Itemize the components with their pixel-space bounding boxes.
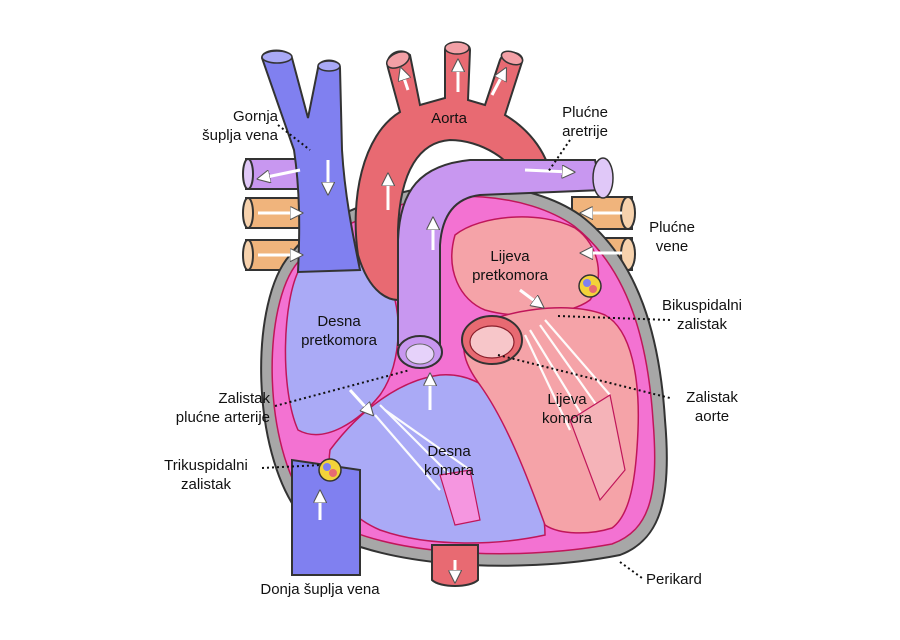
- leader-tricuspid: [261, 464, 323, 469]
- leader-mitral: [557, 315, 671, 321]
- leader-pericardium: [619, 561, 643, 579]
- left-atrium: [451, 216, 600, 316]
- chordae-tendineae: [374, 319, 611, 491]
- label-aorta: Aorta: [431, 110, 467, 127]
- mitral-valve-marker: [578, 274, 602, 298]
- tricuspid-valve-marker: [318, 458, 342, 482]
- papillary-muscle-left: [569, 394, 626, 502]
- papillary-muscle-right: [439, 469, 481, 526]
- leader-pa: [547, 139, 571, 173]
- leader-lines: [261, 124, 671, 579]
- leader-svc: [277, 124, 311, 151]
- leader-pulm-valve: [274, 369, 411, 407]
- pulmonary-valve: [397, 335, 443, 369]
- label-pericardium: Perikard: [646, 571, 702, 588]
- pulmonary-trunk: [397, 159, 604, 346]
- label-inferior-vena-cava: Donja šuplja vena: [260, 581, 380, 598]
- blood-flow-arrows: [258, 64, 622, 578]
- aortic-valve: [461, 315, 523, 365]
